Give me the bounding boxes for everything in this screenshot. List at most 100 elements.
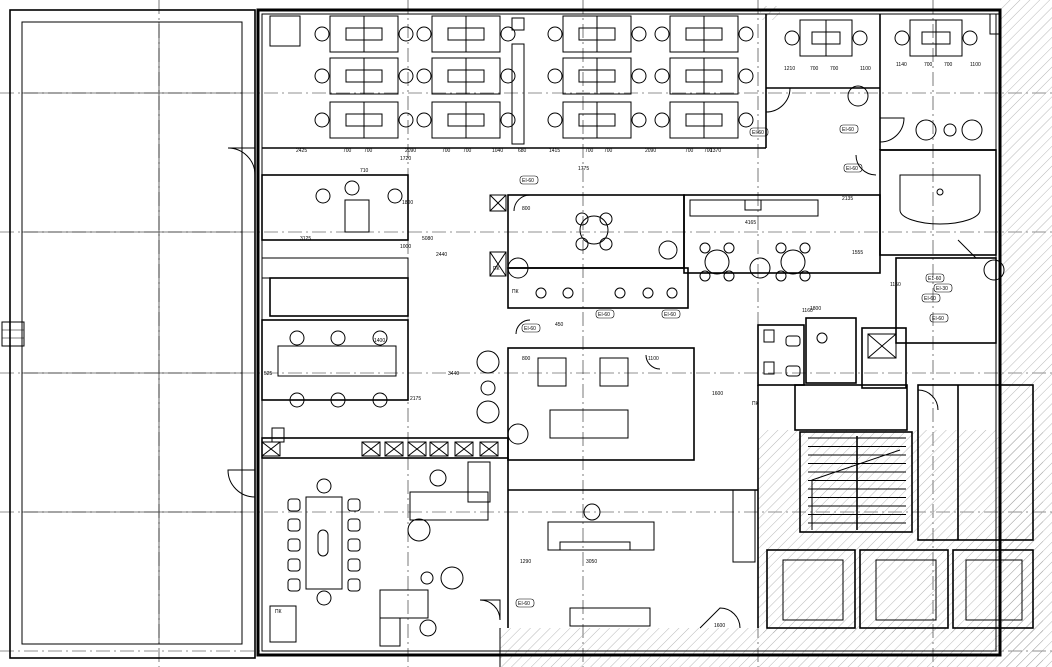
cross-panel (261, 441, 281, 457)
dimension-label: 1100 (648, 356, 659, 362)
fire-rating-tag: EI-60 (843, 163, 863, 173)
dimension-label: 525 (264, 371, 273, 377)
dimension-label: 700 (685, 148, 694, 154)
svg-text:EI-60: EI-60 (598, 312, 610, 318)
svg-text:EI-60: EI-60 (932, 316, 944, 322)
dimension-label: 1555 (852, 250, 863, 256)
fire-rating-tag: EI-60 (929, 313, 949, 323)
dimension-label: 450 (555, 322, 564, 328)
furniture (269, 13, 1005, 647)
fire-hose-label: ПК (493, 266, 500, 272)
svg-text:EI-30: EI-30 (936, 286, 948, 292)
chair (347, 538, 361, 552)
workstation-cluster (547, 57, 647, 95)
dimension-label: 2090 (645, 148, 656, 154)
door-swings (479, 87, 977, 629)
chair (287, 578, 301, 592)
chair (316, 478, 332, 494)
cross-panel (384, 441, 404, 457)
fire-rating-tag: E1-60 (925, 273, 945, 283)
cross-panels (261, 441, 499, 457)
dimension-label: 3125 (300, 236, 311, 242)
svg-text:EI-60: EI-60 (924, 296, 936, 302)
dimension-label: 1400 (374, 338, 385, 344)
dimension-label: 1600 (712, 391, 723, 397)
dimension-label: 700 (924, 62, 933, 68)
chair (347, 498, 361, 512)
fire-hose-label: ПК (275, 609, 282, 615)
dimension-label: 3440 (448, 371, 459, 377)
dimension-label: 1775 (578, 166, 589, 172)
dimension-label: 1290 (520, 559, 531, 565)
dimension-label: 1370 (710, 148, 721, 154)
svg-text:EI-60: EI-60 (846, 166, 858, 172)
workstation-cluster (416, 57, 516, 95)
dimension-label: 700 (343, 148, 352, 154)
dimension-label: 1415 (549, 148, 560, 154)
dimension-label: 5080 (422, 236, 433, 242)
dimension-label: 800 (522, 206, 531, 212)
fire-rating-tag: EI-60 (521, 323, 541, 333)
fire-rating-tag: EI-60 (595, 309, 615, 319)
dimension-label: 2425 (296, 148, 307, 154)
dimension-label: 800 (522, 356, 531, 362)
svg-text:EI-60: EI-60 (524, 326, 536, 332)
fire-rating-tag: EI-60 (921, 293, 941, 303)
fire-rating-tag: EI-60 (839, 124, 859, 134)
workstation-cluster (547, 15, 647, 53)
workstation-cluster (654, 15, 754, 53)
dimension-label: 4165 (745, 220, 756, 226)
stair-direction (811, 449, 901, 530)
workstation-cluster (654, 101, 754, 139)
chair (287, 518, 301, 532)
cross-panel (454, 441, 474, 457)
dimension-label: 1160 (802, 308, 813, 314)
dimension-label: 700 (604, 148, 613, 154)
dimension-label: 710 (360, 168, 369, 174)
dimension-label: 700 (442, 148, 451, 154)
dimension-label: 1720 (400, 156, 411, 162)
workstations-top (314, 15, 978, 139)
dimension-label: 700 (463, 148, 472, 154)
fire-rating-tag: EI-60 (661, 309, 681, 319)
cross-panel (361, 441, 381, 457)
dimension-labels: 2425 700 700 2090 700 700 1040 680 1415 700 700 209… (264, 62, 981, 629)
interior-walls (261, 14, 1034, 629)
dimension-label: 700 (704, 148, 713, 154)
fire-rating-tag: EI-60 (515, 598, 535, 608)
svg-text:EI-60: EI-60 (752, 130, 764, 136)
dimension-label: 1000 (400, 244, 411, 250)
fire-hose-label: ПК (752, 401, 759, 407)
dimension-label: 1150 (890, 282, 901, 288)
dimension-label: 2175 (410, 396, 421, 402)
workstation-cluster (654, 57, 754, 95)
chair (287, 538, 301, 552)
dimension-label: 1100 (970, 62, 981, 68)
dimension-label: 680 (518, 148, 527, 154)
dimension-label: 700 (364, 148, 373, 154)
dimension-label: 700 (830, 66, 839, 72)
workstation-cluster (416, 15, 516, 53)
cross-panel (479, 441, 499, 457)
workstation-cluster (314, 101, 414, 139)
fire-rating-tag: EI-60 (519, 175, 539, 185)
dimension-label: 1800 (810, 306, 821, 312)
workstation-cluster (547, 101, 647, 139)
dimension-label: 1040 (492, 148, 503, 154)
dimension-label: 2135 (842, 196, 853, 202)
chair (316, 590, 332, 606)
chair (287, 558, 301, 572)
left-wing (1, 9, 256, 659)
dimension-label: 3050 (586, 559, 597, 565)
workstation-cluster (314, 57, 414, 95)
fire-hose-label: ПК (512, 289, 519, 295)
fire-rating-tag: EI-30 (933, 283, 953, 293)
svg-text:E1-60: E1-60 (928, 276, 942, 282)
cross-panel (429, 441, 449, 457)
dimension-label: 1600 (714, 623, 725, 629)
workstation-cluster (894, 19, 978, 57)
dimension-label: 2090 (405, 148, 416, 154)
dimension-label: 1140 (896, 62, 907, 68)
